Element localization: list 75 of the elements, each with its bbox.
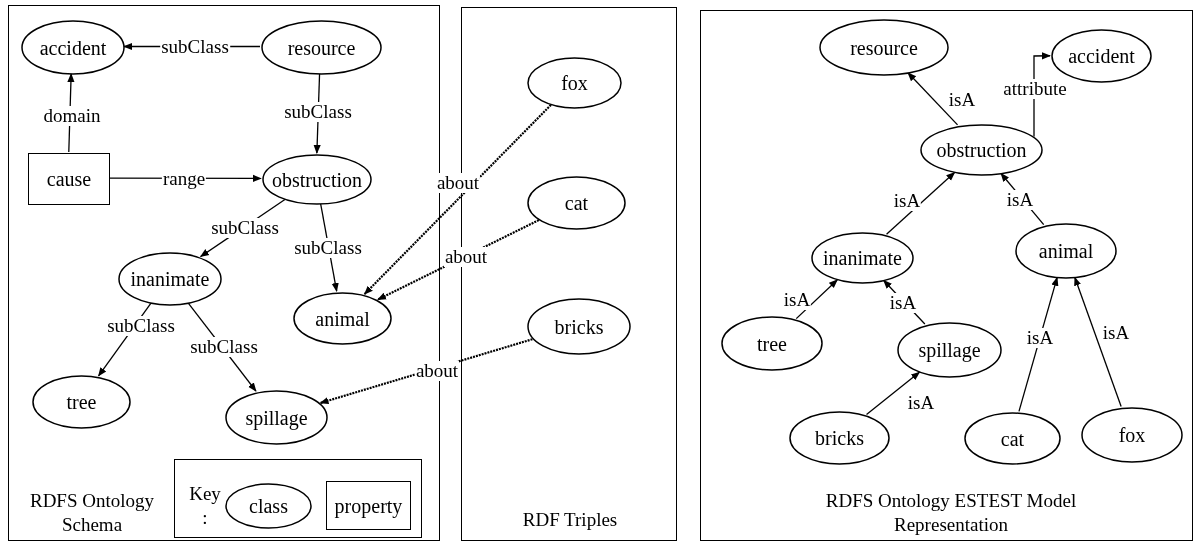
- class-ellipse: [789, 411, 890, 465]
- arrow: [907, 72, 959, 126]
- class-ellipse: [1081, 407, 1183, 463]
- node-label: fox: [561, 73, 588, 93]
- edge-label: subClass: [106, 316, 176, 336]
- node-label: bricks: [554, 316, 604, 337]
- property-box: [326, 481, 411, 530]
- node-label: cat: [564, 193, 589, 213]
- arrow: [885, 171, 956, 235]
- node-label: cause: [46, 169, 92, 189]
- class-ellipse: [1015, 223, 1117, 279]
- class-ellipse: [527, 57, 622, 109]
- node-label: tree: [757, 333, 787, 354]
- node-label: accident: [39, 37, 107, 58]
- class-ellipse: [225, 483, 312, 529]
- class-ellipse: [1051, 29, 1152, 83]
- class-ellipse: [527, 298, 631, 355]
- edge-label: about: [443, 247, 489, 267]
- panel-caption: RDFS Ontology Schema: [28, 489, 156, 537]
- node-label: obstruction: [936, 140, 1027, 160]
- node-label: animal: [315, 308, 370, 329]
- class-ellipse: [527, 176, 626, 230]
- class-ellipse: [262, 154, 372, 205]
- dotted-arrow: [319, 338, 533, 405]
- arrow: [795, 279, 838, 320]
- edge-label: isA: [1005, 190, 1035, 210]
- dotted-arrow: [363, 104, 552, 295]
- node-label: property: [334, 495, 403, 516]
- class-ellipse: [32, 375, 131, 429]
- class-ellipse: [920, 124, 1043, 176]
- edge-label: subClass: [293, 238, 363, 258]
- panel-frame: [700, 10, 1193, 541]
- node-label: spillage: [918, 340, 981, 360]
- arrow: [1074, 276, 1122, 408]
- class-ellipse: [897, 322, 1002, 378]
- class-ellipse: [21, 20, 125, 75]
- panel-caption: RDFS Ontology ESTEST Model Representation: [824, 489, 1078, 537]
- node-label: class: [249, 496, 288, 516]
- edge-label: isA: [1025, 328, 1055, 348]
- node-label: obstruction: [272, 169, 362, 190]
- class-ellipse: [225, 390, 328, 445]
- node-label: tree: [66, 392, 97, 412]
- node-label: fox: [1118, 425, 1146, 445]
- edge-label: subClass: [283, 102, 353, 122]
- edge-label: about: [414, 361, 460, 381]
- edge-label: isA: [892, 191, 922, 211]
- node-label: spillage: [245, 407, 308, 428]
- edge-label: subClass: [189, 337, 259, 357]
- dotted-arrow: [377, 219, 540, 301]
- edge-label: isA: [888, 293, 918, 313]
- node-label: cat: [1000, 428, 1025, 449]
- class-ellipse: [811, 232, 914, 284]
- key-box: [174, 459, 422, 538]
- class-ellipse: [261, 20, 382, 75]
- edge-label: about: [435, 173, 481, 193]
- arrow: [865, 371, 921, 416]
- property-box: [28, 153, 110, 205]
- node-label: inanimate: [823, 248, 902, 268]
- node-label: accident: [1068, 46, 1135, 66]
- key-label: Key :: [188, 482, 222, 530]
- edge-label: domain: [42, 106, 102, 126]
- node-label: resource: [287, 37, 356, 58]
- panel-caption: RDF Triples: [521, 508, 619, 532]
- node-label: inanimate: [130, 269, 210, 289]
- edge-label: subClass: [210, 218, 280, 238]
- class-ellipse: [293, 292, 392, 345]
- edge-label: isA: [782, 290, 812, 310]
- node-label: resource: [850, 37, 918, 58]
- class-ellipse: [964, 412, 1061, 465]
- class-ellipse: [118, 252, 222, 306]
- class-ellipse: [819, 19, 949, 76]
- node-label: animal: [1038, 241, 1094, 261]
- edge-label: attribute: [1002, 79, 1068, 99]
- node-label: bricks: [815, 428, 864, 448]
- class-ellipse: [721, 316, 823, 371]
